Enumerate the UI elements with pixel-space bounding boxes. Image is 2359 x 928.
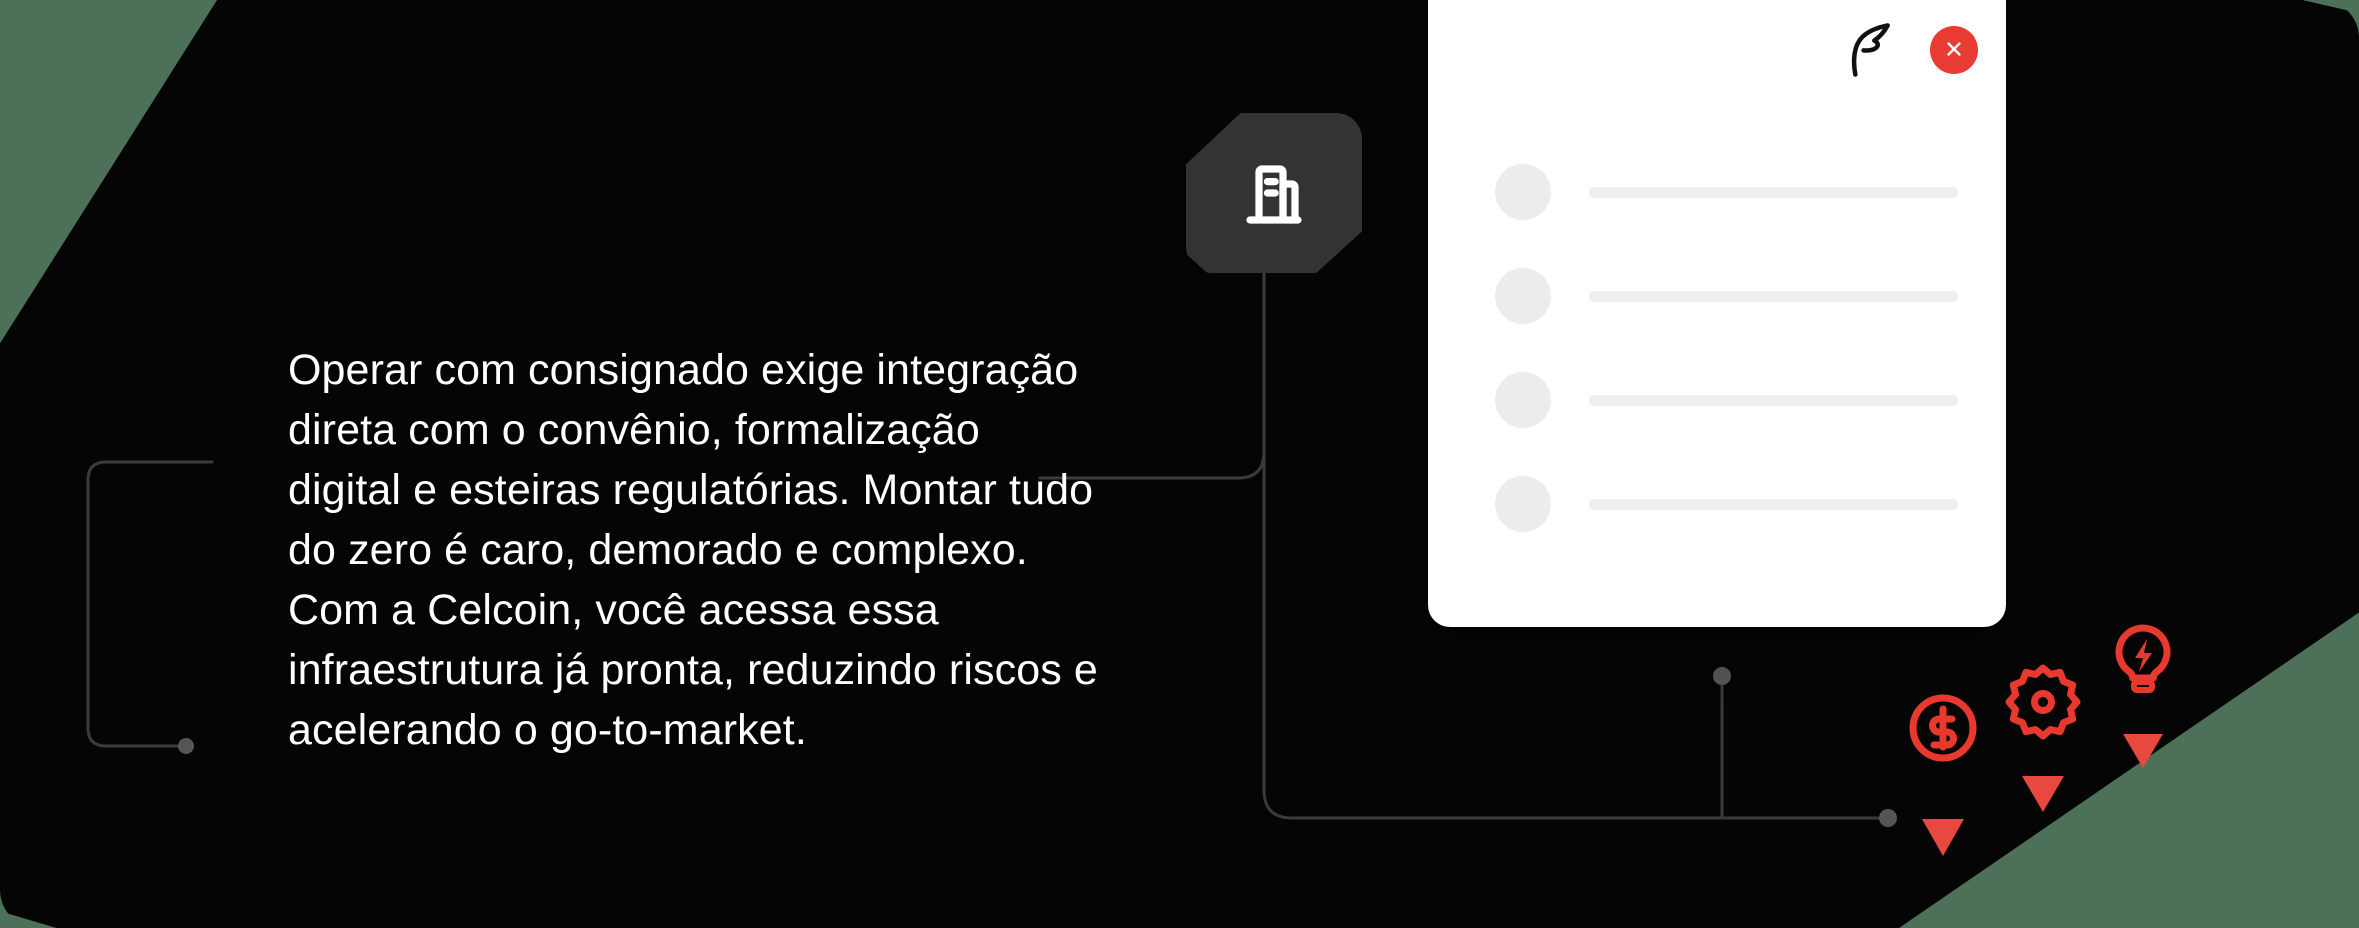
avatar: [1495, 476, 1551, 532]
arrow-down-icon: [2123, 696, 2163, 768]
building-badge: [1186, 113, 1362, 273]
lightbulb-icon: [2115, 624, 2171, 693]
list-item[interactable]: [1428, 348, 2006, 452]
list-item[interactable]: [1428, 140, 2006, 244]
building-icon: [1238, 157, 1310, 229]
quill-feather-icon[interactable]: [1844, 22, 1896, 78]
avatar: [1495, 372, 1551, 428]
kpi-dollar-circle: [1895, 688, 2015, 868]
close-button[interactable]: [1930, 26, 1978, 74]
arrow-down-icon: [2022, 740, 2064, 812]
kpi-lightbulb: [2095, 620, 2215, 800]
close-x-icon: [1943, 38, 1965, 63]
card-toolbar: [1844, 22, 1978, 78]
list-card: [1428, 0, 2006, 627]
list-item[interactable]: [1428, 452, 2006, 556]
arrow-down-icon: [1922, 758, 1964, 856]
avatar: [1495, 268, 1551, 324]
dollar-circle-icon: [1909, 694, 1977, 762]
text-placeholder-bar: [1589, 186, 1958, 198]
body-paragraph: Operar com consignado exige integração d…: [288, 346, 1098, 754]
gear-icon: [2005, 664, 2081, 740]
list-item[interactable]: [1428, 244, 2006, 348]
card-row-list: [1428, 140, 2006, 556]
avatar: [1495, 164, 1551, 220]
text-placeholder-bar: [1589, 394, 1958, 406]
text-placeholder-bar: [1589, 498, 1958, 510]
text-placeholder-bar: [1589, 290, 1958, 302]
kpi-gear: [1995, 660, 2115, 840]
